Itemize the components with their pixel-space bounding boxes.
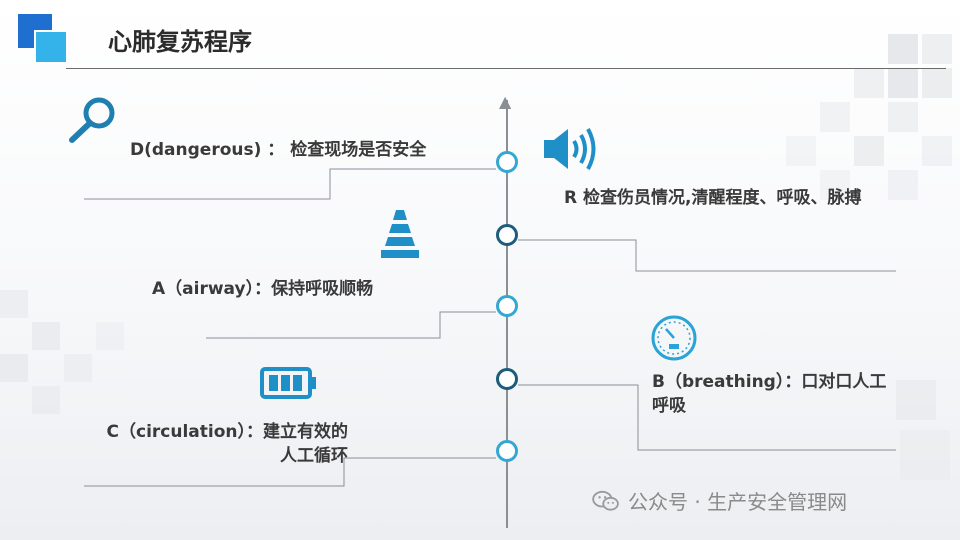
timeline-node-c	[496, 440, 518, 462]
timeline-node-d	[496, 151, 518, 173]
footer-text: 公众号 · 生产安全管理网	[628, 490, 848, 514]
timeline-node-b	[496, 368, 518, 390]
traffic-cone-icon	[381, 210, 419, 258]
step-b-label: B（breathing）：口对口人工呼吸	[652, 372, 887, 416]
page-title: 心肺复苏程序	[108, 28, 252, 56]
timeline-node-r	[496, 224, 518, 246]
footer-watermark: 公众号 · 生产安全管理网	[592, 486, 847, 515]
wechat-icon	[592, 490, 619, 511]
title-divider	[66, 68, 946, 69]
step-c-label: C（circulation）：建立有效的人工循环	[106, 422, 348, 466]
gauge-icon	[651, 315, 697, 361]
magnifier-icon	[69, 97, 115, 143]
battery-icon	[260, 367, 316, 399]
step-d-label: D(dangerous) ： 检查现场是否安全	[130, 140, 427, 160]
step-a-label: A（airway）：保持呼吸顺畅	[152, 279, 374, 299]
timeline-node-a	[496, 295, 518, 317]
logo-square-light	[34, 30, 68, 64]
axis-arrow-icon: ▲	[499, 92, 512, 111]
speaker-icon	[544, 128, 596, 170]
step-r-label: R 检查伤员情况,清醒程度、呼吸、脉搏	[564, 188, 862, 208]
